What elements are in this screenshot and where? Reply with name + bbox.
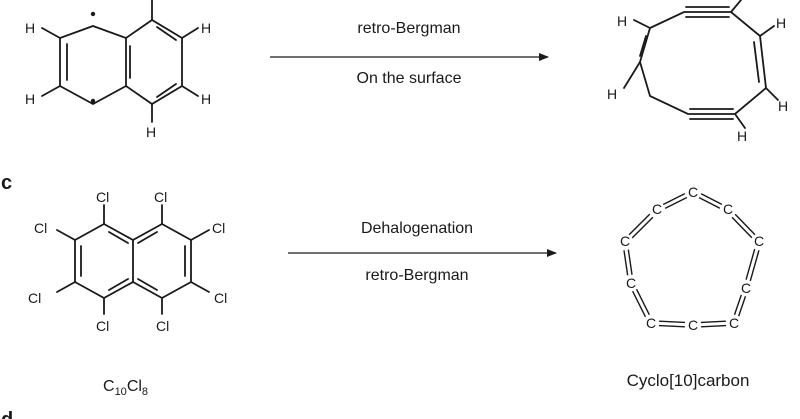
panel-label-c: c [1, 172, 12, 194]
atom-label-cl: Cl [28, 290, 41, 306]
radical-dot-icon [90, 11, 96, 17]
top-product-atom-labels: H H H H H [607, 13, 788, 144]
ring-double-bond [700, 320, 726, 324]
ring-atom-c: C [620, 233, 630, 249]
ring-double-bond [627, 249, 633, 275]
atom-label-h: H [25, 91, 35, 107]
top-arrow-label-below: On the surface [357, 70, 462, 87]
ring-double-bond [731, 216, 753, 239]
c-arrow-label-below: retro-Bergman [365, 267, 468, 284]
atom-label-h: H [737, 128, 747, 144]
ring-atom-c: C [723, 201, 733, 217]
ring-double-bond [745, 248, 756, 280]
c-reactant-perchloronaphthalene [56, 204, 210, 315]
atom-label-h: H [201, 20, 211, 36]
ring-atom-c: C [652, 201, 662, 217]
atom-label-cl: Cl [212, 220, 225, 236]
ring-double-bond [631, 290, 647, 318]
top-reaction-arrow: retro-Bergman On the surface [270, 20, 549, 87]
ring-atom-c: C [688, 184, 698, 200]
ring-double-bond [635, 288, 651, 316]
atom-label-cl: Cl [156, 318, 169, 334]
atom-label-h: H [607, 86, 617, 102]
panel-label-d: d [1, 409, 13, 419]
ring-double-bond [700, 193, 723, 206]
ring-double-bond [659, 320, 686, 324]
atom-label-cl: Cl [214, 290, 227, 306]
reactant-formula: C10Cl8 [103, 378, 148, 398]
ring-double-bond [658, 324, 685, 328]
ring-double-bond [664, 196, 688, 210]
atom-label-h: H [146, 124, 156, 140]
ring-double-bond [749, 250, 760, 282]
ring-double-bond [701, 324, 727, 328]
ring-atom-c: C [646, 315, 656, 331]
ring-atom-c: C [626, 275, 636, 291]
ring-atom-c: C [688, 317, 698, 333]
atom-label-cl: Cl [96, 318, 109, 334]
atom-label-h: H [776, 15, 786, 31]
ring-double-bond [631, 216, 654, 239]
ring-atom-c: C [741, 280, 751, 296]
atom-label-cl: Cl [154, 189, 167, 205]
atom-label-h: H [778, 98, 788, 114]
atom-label-h: H [617, 13, 627, 29]
c-product-cyclocarbon-ring [623, 192, 760, 328]
atom-label-h: H [25, 20, 35, 36]
top-reactant-naphthalene-diradical [41, 0, 199, 123]
ring-double-bond [733, 294, 742, 315]
c-reaction-arrow: Dehalogenation retro-Bergman [288, 220, 557, 284]
atom-label-cl: Cl [96, 189, 109, 205]
ring-atom-c: C [729, 315, 739, 331]
ring-double-bond [628, 213, 651, 236]
top-product-diyne-ring [623, 0, 779, 129]
atom-label-h: H [201, 91, 211, 107]
c-product-atom-labels: C C C C C C C C C C [620, 184, 764, 333]
product-name: Cyclo[10]carbon [627, 371, 750, 390]
ring-double-bond [698, 196, 721, 209]
ring-double-bond [623, 250, 629, 276]
top-arrow-label-above: retro-Bergman [357, 20, 460, 37]
ring-double-bond [738, 296, 747, 317]
radical-dot-icon [90, 98, 96, 104]
c-arrow-label-above: Dehalogenation [361, 220, 473, 237]
ring-double-bond [734, 213, 756, 236]
ring-atom-c: C [754, 233, 764, 249]
ring-double-bond [662, 192, 686, 206]
c-reactant-atom-labels: Cl Cl Cl Cl Cl Cl Cl Cl [28, 189, 227, 334]
atom-label-cl: Cl [34, 220, 47, 236]
top-reactant-atom-labels: H H H H H [25, 20, 211, 140]
